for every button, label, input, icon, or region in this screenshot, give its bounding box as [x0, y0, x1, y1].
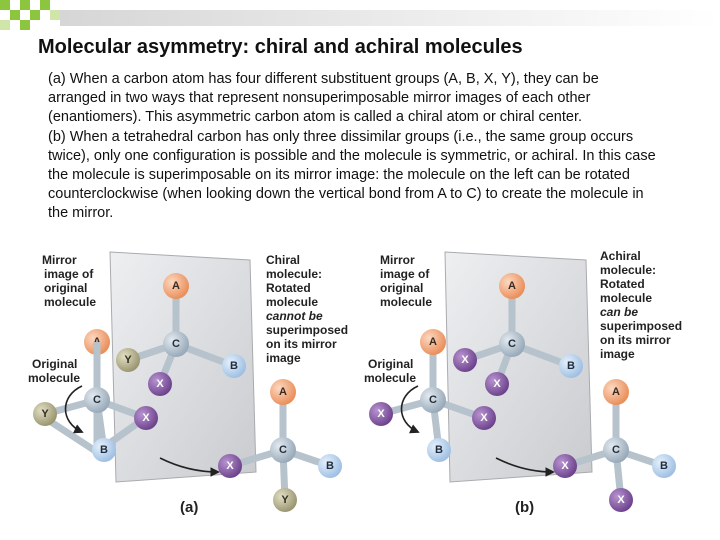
atom-label: B — [100, 444, 108, 456]
atom-label: X — [142, 412, 150, 424]
decor-square — [10, 10, 20, 20]
rotation-arrow — [400, 385, 420, 434]
decor-square — [20, 20, 30, 30]
atom-label: C — [93, 394, 101, 406]
original-molecule: A X C X B — [369, 329, 496, 462]
original-label: Original molecule — [28, 357, 81, 385]
atom-label: X — [493, 378, 501, 390]
rotation-arrow — [64, 385, 84, 434]
atom-label: B — [435, 444, 443, 456]
atom-label: Y — [281, 494, 289, 506]
original-label: Original molecule — [364, 357, 417, 385]
achiral-description: Achiral molecule: Rotated molecule can b… — [600, 249, 685, 361]
slide-body: (a) When a carbon atom has four differen… — [48, 70, 658, 224]
atom-label: X — [480, 412, 488, 424]
rotation-arrow — [159, 457, 220, 477]
atom-label: X — [226, 460, 234, 472]
atom-label: B — [230, 360, 238, 372]
paragraph-b: (b) When a tetrahedral carbon has only t… — [48, 128, 656, 222]
decor-square — [40, 0, 50, 10]
mirror-label: Mirror image of original molecule — [42, 253, 97, 309]
atom-label: C — [429, 394, 437, 406]
mirror-molecule: A Y C B X — [116, 273, 246, 396]
atom-label: X — [156, 378, 164, 390]
panel-letter-b: (b) — [515, 499, 534, 516]
slide-title: Molecular asymmetry: chiral and achiral … — [38, 36, 523, 58]
atom-label: C — [508, 338, 516, 350]
panel-a: A Y C B X A Y C X — [28, 251, 351, 516]
decor-square — [30, 10, 40, 20]
figure-svg: A Y C B X A Y C X — [28, 249, 685, 516]
atom-label: C — [172, 338, 180, 350]
atom-label: A — [429, 336, 437, 348]
original-molecule: A Y C X B — [33, 329, 158, 462]
chiral-description: Chiral molecule: Rotated molecule cannot… — [266, 253, 351, 365]
atom-label: B — [660, 460, 668, 472]
atom-label: X — [461, 354, 469, 366]
panel-letter-a: (a) — [180, 499, 198, 516]
atom-label: X — [617, 494, 625, 506]
decor-square — [0, 0, 10, 10]
atom-label: A — [508, 280, 516, 292]
atom-label: Y — [124, 354, 132, 366]
atom-label: X — [377, 408, 385, 420]
rotated-molecule: A C X B Y — [218, 379, 342, 512]
decor-square — [0, 20, 10, 30]
paragraph-a: (a) When a carbon atom has four differen… — [48, 71, 599, 126]
atom-label: A — [172, 280, 180, 292]
header-decoration — [0, 0, 720, 30]
rotation-arrow — [495, 457, 555, 477]
rotated-molecule: A C X B X — [553, 379, 676, 512]
decor-square — [50, 10, 60, 20]
panel-b: A X C B X A X C X B — [364, 249, 685, 516]
atom-label: B — [326, 460, 334, 472]
decor-square — [20, 0, 30, 10]
atom-label: B — [567, 360, 575, 372]
mirror-molecule: A X C B X — [453, 273, 583, 396]
mirror-label: Mirror image of original molecule — [380, 253, 433, 309]
atom-label: C — [612, 444, 620, 456]
chirality-figure: A Y C B X A Y C X — [0, 246, 720, 540]
atom-label: A — [279, 386, 287, 398]
atom-label: C — [279, 444, 287, 456]
atom-label: A — [612, 386, 620, 398]
atom-label: X — [561, 460, 569, 472]
atom-label: Y — [41, 408, 49, 420]
